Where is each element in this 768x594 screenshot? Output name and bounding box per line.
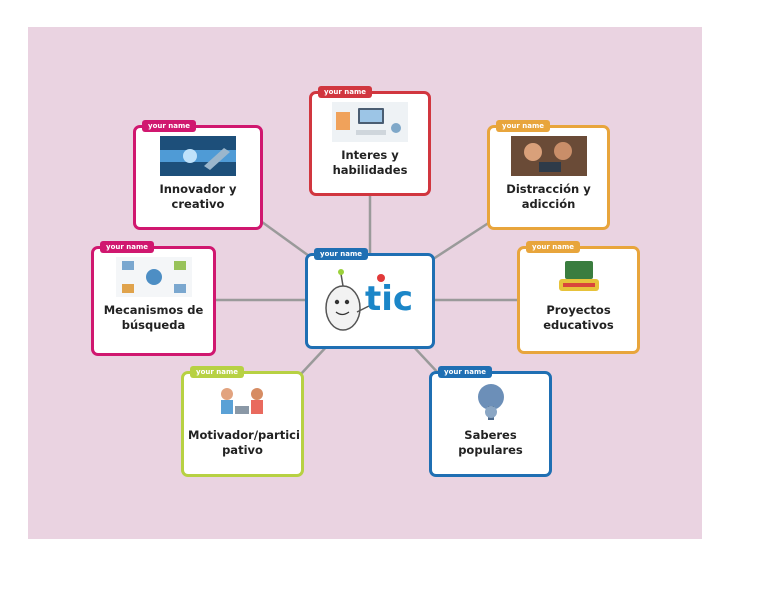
img-kid-2-body — [250, 400, 263, 414]
mascot-antenna-tip — [338, 269, 344, 275]
logo-dot — [377, 274, 385, 282]
node-interes[interactable]: your name Interes y habilidades — [309, 86, 431, 196]
knowledge-tree-image — [452, 382, 529, 422]
img-light — [183, 149, 197, 163]
node-label: Saberes populares — [458, 428, 523, 457]
node-label: Interes y habilidades — [332, 148, 408, 177]
node-label: Motivador/partici pativo — [188, 428, 300, 457]
workspace-image — [332, 102, 408, 142]
students-image — [204, 382, 281, 422]
img-screen — [564, 261, 593, 279]
mascot-body — [325, 285, 361, 331]
img-tablet — [538, 162, 561, 172]
img-canopy — [477, 384, 504, 410]
node-tag: your name — [142, 120, 196, 132]
search-network-image — [115, 257, 192, 297]
node-innovador[interactable]: your name Innovador y creativo — [133, 120, 263, 230]
node-tag: your name — [526, 241, 580, 253]
img-keys — [562, 283, 595, 287]
img-node-1 — [121, 261, 134, 270]
node-mecanismos[interactable]: your name Mecanismos de búsqueda — [91, 241, 216, 356]
center-node-tag: your name — [314, 248, 368, 260]
node-distraccion[interactable]: your name Distracción y adicción — [487, 120, 610, 230]
tic-logo-text: tic — [365, 279, 413, 319]
img-head — [484, 406, 497, 418]
innovation-image — [160, 136, 236, 176]
node-tag: your name — [438, 366, 492, 378]
mascot-eye-left — [334, 299, 340, 305]
node-label: Mecanismos de búsqueda — [103, 303, 204, 332]
img-globe — [145, 269, 162, 285]
img-node-4 — [173, 284, 186, 293]
node-tag: your name — [190, 366, 244, 378]
node-motivador[interactable]: your name Motivador/partici pativo — [181, 366, 304, 477]
node-tag: your name — [318, 86, 372, 98]
node-tag: your name — [496, 120, 550, 132]
node-saberes[interactable]: your name Saberes populares — [429, 366, 552, 477]
node-tag: your name — [100, 241, 154, 253]
mascot-arm — [356, 305, 370, 313]
img-laptop — [234, 406, 249, 414]
img-child-2 — [553, 142, 572, 160]
node-label: Distracción y adicción — [506, 182, 591, 211]
educational-toy-image — [540, 257, 617, 297]
img-screen — [360, 110, 382, 122]
mascot-antenna — [340, 273, 344, 287]
img-node-2 — [173, 261, 186, 270]
node-proyectos[interactable]: your name Proyectos educativos — [517, 241, 640, 354]
children-devices-image — [510, 136, 587, 176]
img-kid-2 — [250, 388, 263, 400]
node-label: Proyectos educativos — [543, 303, 614, 332]
img-kid-1 — [220, 388, 233, 400]
img-bg — [204, 382, 281, 422]
center-node[interactable]: your name tic — [305, 248, 435, 349]
img-node-3 — [121, 284, 134, 293]
mascot-mouth — [335, 311, 350, 316]
node-label: Innovador y creativo — [159, 182, 237, 211]
img-cup — [391, 123, 401, 133]
img-child-1 — [523, 143, 542, 161]
img-paper — [336, 112, 350, 130]
tic-logo: tic — [325, 269, 413, 331]
img-hand — [204, 148, 230, 170]
mascot-eye-right — [344, 299, 350, 305]
img-kid-1-body — [220, 400, 233, 414]
img-keyboard — [356, 130, 386, 135]
